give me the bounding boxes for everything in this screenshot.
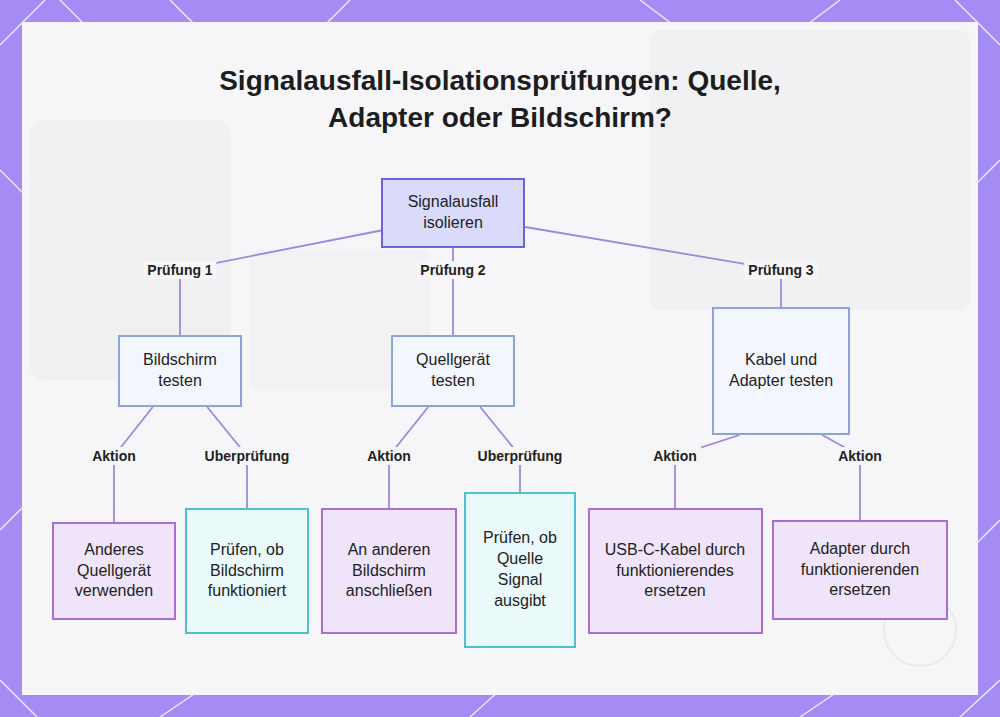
action-box: USB-C-Kabel durch funktionierendes erset… [588, 508, 763, 634]
node-text: Bildschirm testen [128, 350, 232, 392]
node-text: Adapter durch funktionierenden ersetzen [782, 539, 938, 601]
node-text: An anderen Bildschirm anschließen [331, 540, 447, 602]
content-panel [22, 22, 978, 695]
edge-label: Prüfung 3 [744, 261, 817, 279]
blurred-photo [30, 30, 970, 666]
edge-label: Prüfung 2 [416, 261, 489, 279]
edge-label: Prüfung 1 [143, 261, 216, 279]
connector-line [525, 227, 781, 307]
connector-line [180, 231, 381, 336]
node-text: Quellgerät testen [401, 350, 505, 392]
node-text: Prüfen, ob Bildschirm funktioniert [195, 540, 299, 602]
verify-box: Prüfen, ob Bildschirm funktioniert [185, 508, 309, 634]
edge-label: Uberprüfung [201, 447, 294, 465]
root-box: Signalausfall isolieren [381, 178, 525, 248]
node-text: Signalausfall isolieren [391, 192, 515, 234]
action-box: An anderen Bildschirm anschließen [321, 508, 457, 634]
edge-label: Aktion [88, 447, 140, 465]
check-box: Quellgerät testen [391, 335, 515, 407]
edge-label: Aktion [834, 447, 886, 465]
node-text: Kabel und Adapter testen [722, 350, 840, 392]
edge-label: Aktion [363, 447, 415, 465]
check-box: Kabel und Adapter testen [712, 307, 850, 435]
verify-box: Prüfen, ob Quelle Signal ausgibt [464, 492, 576, 648]
edge-label: Uberprüfung [474, 447, 567, 465]
node-text: Prüfen, ob Quelle Signal ausgibt [474, 528, 566, 611]
node-text: Anderes Quellgerät verwenden [62, 540, 166, 602]
edge-label: Aktion [649, 447, 701, 465]
action-box: Adapter durch funktionierenden ersetzen [772, 520, 948, 620]
connector-line [675, 435, 740, 508]
action-box: Anderes Quellgerät verwenden [52, 522, 176, 620]
node-text: USB-C-Kabel durch funktionierendes erset… [598, 540, 753, 602]
check-box: Bildschirm testen [118, 335, 242, 407]
diagram-title: Signalausfall-Isolationsprüfungen: Quell… [200, 62, 800, 136]
